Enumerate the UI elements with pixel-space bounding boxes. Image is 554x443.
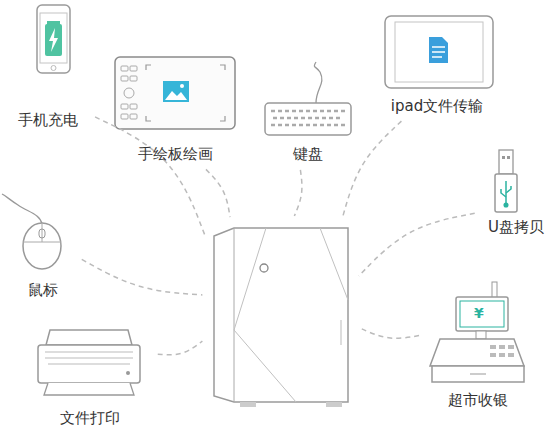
- pc-tower-node: [212, 226, 350, 410]
- register-keys: [490, 345, 514, 357]
- ipad-screen: [395, 22, 483, 82]
- battery-cap: [47, 21, 60, 24]
- device-node: 键盘: [262, 60, 354, 164]
- mouse-cable: [2, 194, 42, 224]
- device-label: 手机充电: [18, 110, 78, 130]
- dashed-connector: [360, 328, 419, 338]
- pc-tower-edge: [234, 228, 235, 402]
- register-screen: [456, 297, 508, 331]
- keyboard-cable: [314, 62, 322, 103]
- dashed-connector: [82, 259, 203, 294]
- device-label: U盘拷贝: [488, 217, 544, 237]
- device-node: 手绘板绘画: [108, 52, 242, 164]
- keyboard-keys: [271, 111, 345, 125]
- device-label: 手绘板绘画: [138, 144, 213, 164]
- dashed-connector: [294, 170, 302, 216]
- tablet-buttons: [121, 66, 137, 119]
- device-label: ipad文件传输: [391, 96, 483, 116]
- device-node: 超市收银: [425, 276, 530, 410]
- printer-tray: [46, 330, 132, 345]
- battery-icon: [45, 24, 62, 56]
- register-display: [460, 301, 504, 327]
- dashed-connector: [359, 213, 475, 276]
- dashed-connector: [206, 169, 230, 217]
- usb-symbol: [501, 181, 511, 207]
- image-icon: [163, 81, 189, 102]
- printer-body: [38, 345, 140, 383]
- device-label: 鼠标: [28, 280, 58, 300]
- register-drawer: [432, 366, 524, 382]
- dashed-connector: [95, 117, 205, 236]
- device-node: 鼠标: [10, 196, 76, 300]
- register-base: [430, 339, 524, 366]
- mouse-body: [23, 223, 61, 269]
- register-neck: [476, 331, 486, 339]
- document-icon: [429, 37, 448, 63]
- register-stand: [492, 282, 497, 298]
- usb-pin: [507, 156, 510, 159]
- pc-foot: [240, 402, 256, 407]
- usb-body: [495, 174, 517, 212]
- device-label: 超市收银: [448, 390, 508, 410]
- active-area-corners: [146, 65, 225, 121]
- usb-pin: [502, 156, 505, 159]
- pc-tower-outline: [214, 228, 348, 402]
- home-button: [51, 66, 56, 71]
- device-label: 键盘: [293, 144, 323, 164]
- printer-light: [126, 371, 130, 375]
- dashed-connector: [343, 121, 402, 217]
- pc-foot: [326, 402, 342, 407]
- pc-tower-slot: [341, 320, 342, 345]
- mouse-wheel: [39, 229, 45, 238]
- device-label: 文件打印: [60, 408, 120, 428]
- document-lines: [432, 47, 445, 57]
- pc-tower-facets: [234, 228, 348, 402]
- device-node: U盘拷贝: [480, 145, 552, 237]
- lightning-symbol: [49, 28, 58, 52]
- image-mountain: [165, 91, 187, 100]
- device-node: 文件打印: [28, 320, 152, 428]
- phone-screen: [40, 13, 67, 63]
- printer-slots: [45, 352, 133, 364]
- device-node: 手机充电: [5, 2, 91, 130]
- ipad-body: [385, 16, 493, 88]
- tablet-body: [115, 57, 235, 129]
- keyboard-body: [265, 103, 351, 135]
- dashed-connector: [158, 341, 203, 355]
- printer-paper-out: [44, 383, 134, 395]
- power-button: [260, 264, 268, 272]
- currency-symbol: ¥: [474, 305, 484, 321]
- image-sun: [180, 84, 184, 88]
- mouse-buttons: [23, 223, 61, 242]
- usb-connector: [499, 150, 513, 174]
- device-node: ipad文件传输: [372, 10, 502, 116]
- phone-body: [37, 5, 70, 73]
- drawer-handle: [470, 374, 486, 375]
